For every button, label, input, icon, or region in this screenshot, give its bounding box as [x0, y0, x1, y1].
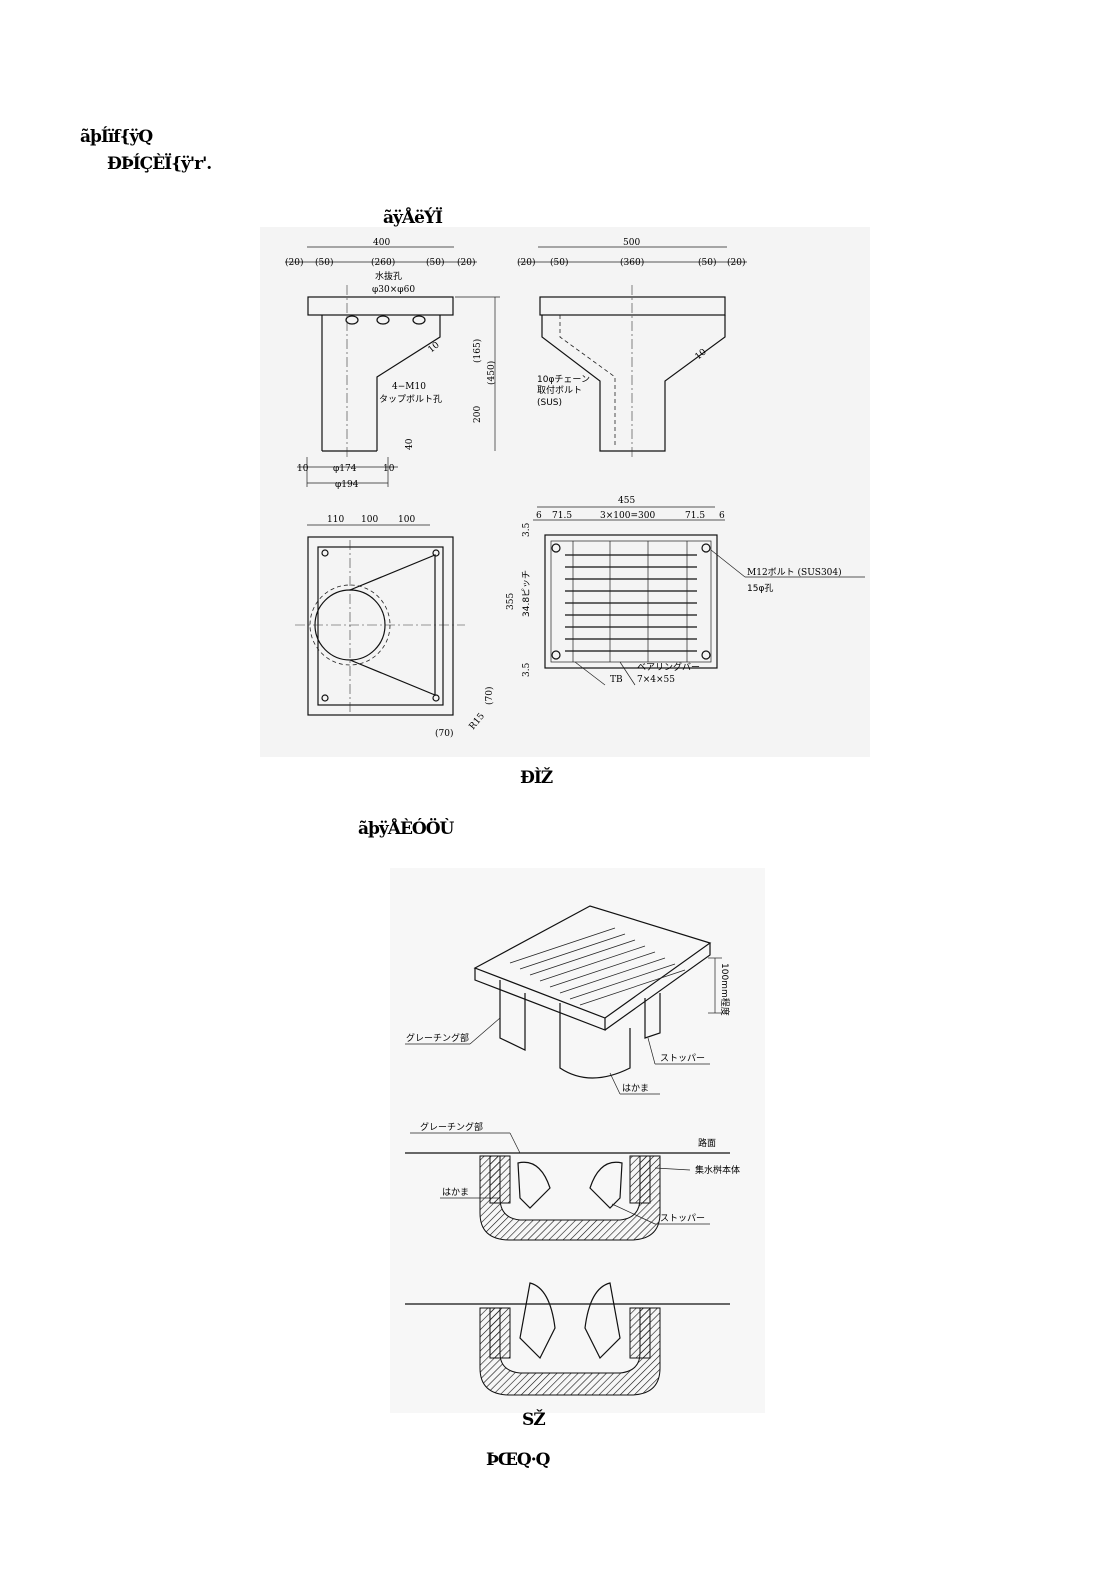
figure1-title: ãÿÅëÝÏ	[383, 208, 443, 228]
gv-dim-pitch: 34.8ピッチ	[521, 570, 532, 617]
fv-dim-20a: (20)	[285, 257, 303, 268]
gv-label-tb: TB	[610, 675, 623, 685]
fv-dim-200: 200	[473, 406, 483, 423]
sv1-label-body: 集水桝本体	[695, 1164, 740, 1176]
pv-dim-70a: (70)	[484, 687, 495, 705]
gv-label-bolt: M12ボルト (SUS304)	[747, 567, 842, 578]
gv-dim-355: 355	[506, 593, 516, 610]
figure2-caption: SŽ	[522, 1410, 546, 1430]
gv-dim-35a: 3.5	[522, 522, 532, 537]
fv-dim-400: 400	[373, 238, 390, 248]
perspective-grate: 100mm程度 グレーチング部 ストッパー はかま	[405, 905, 731, 1095]
gv-label-hole: 15φ孔	[747, 583, 773, 594]
pv-dim-70b: (70)	[435, 728, 453, 739]
fv-dim-10b: 10	[383, 464, 395, 474]
grate-view: 455 6 71.5 3×100=300 71.5 6	[506, 496, 865, 686]
fv-dim-165: (165)	[472, 339, 483, 363]
sv-label-chain3: (SUS)	[537, 398, 562, 408]
pv2-label-grating: グレーチング部	[406, 1032, 469, 1044]
fv-dim-20b: (20)	[457, 257, 475, 268]
pv2-label-stopper: ストッパー	[660, 1053, 705, 1064]
sv-dim-500: 500	[623, 238, 640, 248]
sv-dim-20a: (20)	[517, 257, 535, 268]
fv-label-hole-dim: φ30×φ60	[372, 285, 415, 295]
sv-label-chain: 10φチェーン	[537, 374, 590, 385]
fv-label-hole: 水抜孔	[375, 270, 402, 282]
gv-label-bar: ベアリングバー	[637, 661, 700, 673]
fv-label-bolt2: タップボルト孔	[379, 394, 442, 405]
sv1-label-stopper: ストッパー	[660, 1213, 705, 1224]
gv-dim-715a: 71.5	[552, 511, 572, 521]
pv-dim-100a: 100	[361, 515, 378, 525]
gv-bars	[565, 541, 697, 662]
fv-dim-50a: (50)	[315, 257, 333, 268]
fv-dim-194: φ194	[335, 480, 359, 490]
sv-dim-360: (360)	[620, 257, 644, 268]
gv-dim-35b: 3.5	[522, 662, 532, 677]
sv1-label-grating: グレーチング部	[420, 1121, 483, 1133]
gv-dim-300: 3×100=300	[600, 511, 655, 521]
sv-dim-50b: (50)	[698, 257, 716, 268]
header-line-1: ãþÍïf{ÿQ	[80, 127, 153, 147]
pv2-label-height: 100mm程度	[719, 963, 731, 1016]
sv1-label-hakama: はかま	[442, 1187, 469, 1198]
plan-view: 110 100 100 (70) R15 (70)	[295, 515, 495, 739]
gv-dim-6a: 6	[536, 511, 542, 521]
fv-dim-174: φ174	[333, 464, 357, 474]
pv-dim-100b: 100	[398, 515, 415, 525]
gv-label-bar-dim: 7×4×55	[637, 675, 675, 685]
sv-dim-50a: (50)	[550, 257, 568, 268]
front-view: 400 (20) (50) (260) (50) (20) 水抜孔 φ30×φ6…	[285, 238, 500, 490]
gv-dim-455: 455	[618, 496, 635, 506]
sv-label-chain2: 取付ボルト	[537, 385, 582, 396]
fv-label-bolt: 4−M10	[392, 382, 426, 392]
gv-dim-715b: 71.5	[685, 511, 705, 521]
figure1-caption: ÐÌŽ	[520, 768, 553, 788]
figure1-drawing: 400 (20) (50) (260) (50) (20) 水抜孔 φ30×φ6…	[260, 227, 870, 757]
fv-dim-260: (260)	[371, 257, 395, 268]
sv1-label-road: 路面	[698, 1137, 716, 1149]
fv-dim-450: (450)	[486, 361, 497, 385]
gv-dim-6b: 6	[719, 511, 725, 521]
section-view-1: グレーチング部 路面 集水桝本体 はかま ストッパー	[405, 1121, 740, 1241]
fv-dim-40: 40	[405, 438, 415, 450]
side-view: 500 (20) (50) (360) (50) (20) 10 10φチェーン…	[517, 238, 747, 460]
sv-dim-20b: (20)	[727, 257, 745, 268]
figure2-drawing: 100mm程度 グレーチング部 ストッパー はかま グレーチング部 路面 集水桝…	[390, 868, 765, 1413]
page-footer: ÞŒQ·Q	[486, 1450, 550, 1470]
header-line-2: ÐÞÍÇÈÏ{ÿ'r'.	[107, 154, 212, 174]
figure2-title: ãþÿÅÈÓÖÙ	[358, 819, 454, 839]
pv2-label-hakama: はかま	[622, 1083, 649, 1094]
section-view-2	[405, 1282, 730, 1396]
fv-dim-50b: (50)	[426, 257, 444, 268]
pv-dim-110: 110	[327, 515, 344, 525]
fv-dim-10a: 10	[297, 464, 309, 474]
